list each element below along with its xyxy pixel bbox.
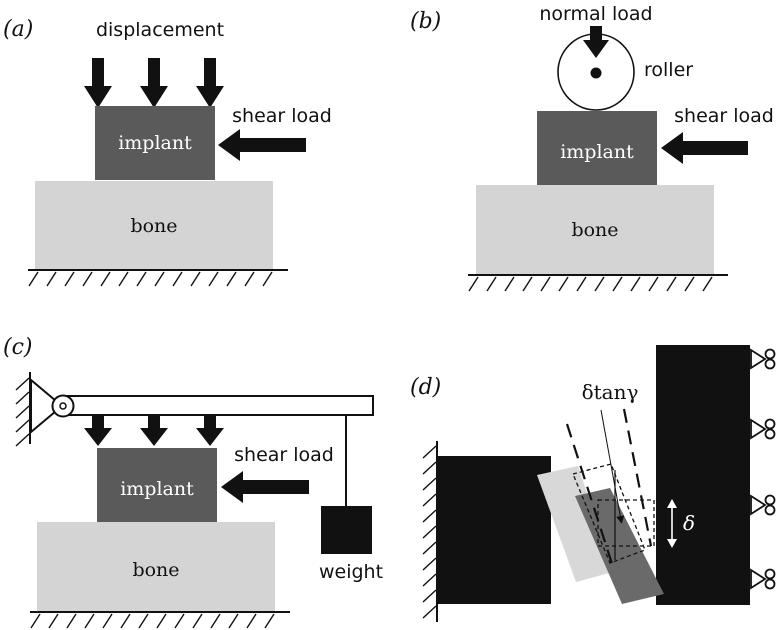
lever-load-arrows [84, 415, 224, 446]
panel-c-tag: (c) [3, 335, 33, 360]
right-rigid-block [656, 345, 748, 605]
ground-b [468, 274, 728, 292]
lever-load-arrow-1 [84, 415, 112, 446]
delta-arrow-head-up [667, 499, 677, 508]
implant-label-c: implant [120, 478, 194, 500]
lever-load-arrow-2 [140, 415, 168, 446]
normal-load-arrow [583, 26, 609, 58]
implant-block-c [97, 448, 217, 522]
delta-arrow-head-down [667, 539, 677, 548]
pivot-pin-center [59, 402, 67, 410]
dashed-outlines [572, 463, 655, 564]
left-wall-d [422, 441, 438, 622]
weight-block [321, 506, 372, 554]
roller-label: roller [644, 59, 693, 81]
rotated-element-light [537, 466, 613, 582]
displacement-label: displacement [96, 19, 224, 41]
implant-block-a [95, 106, 215, 180]
bone-label-c: bone [132, 559, 179, 581]
bone-label-a: bone [130, 215, 177, 237]
displacement-arrow-1 [84, 58, 112, 108]
roller-support-2 [750, 418, 776, 440]
ground-c [30, 611, 290, 629]
bone-label-b: bone [571, 219, 618, 241]
wall-support-c [15, 372, 64, 447]
bone-block-b [476, 185, 714, 274]
weight-label: weight [319, 561, 383, 583]
roller-center [590, 67, 602, 79]
panel-a-tag: (a) [3, 17, 33, 42]
pivot-triangle [30, 377, 64, 435]
roller-support-3 [750, 494, 776, 516]
panel-c: (c) implant bone shear load weight [3, 335, 383, 629]
ground-a [28, 269, 288, 287]
roller-support-4 [750, 568, 776, 590]
displacement-arrow-3 [196, 58, 224, 108]
shear-load-arrow-a [218, 129, 306, 161]
shear-load-label-c: shear load [234, 444, 334, 466]
bone-block-c [37, 522, 275, 612]
displacement-arrows [84, 58, 224, 108]
shear-load-label-b: shear load [674, 105, 774, 127]
shift-pointer [600, 409, 625, 524]
bone-block-a [35, 181, 273, 270]
shear-guide-lines [565, 408, 653, 571]
roller-support-1 [750, 348, 776, 370]
lever-beam [61, 395, 374, 416]
implant-label-a: implant [118, 132, 192, 154]
implant-label-b: implant [560, 141, 634, 163]
displacement-arrow-2 [140, 58, 168, 108]
panel-d: (d) [410, 345, 776, 622]
left-rigid-block [438, 456, 551, 604]
shear-load-arrow-c [221, 471, 309, 503]
panel-b-tag: (b) [410, 9, 441, 34]
panel-a: (a) displacement implant bone shear load [3, 17, 332, 287]
roller-supports-right [750, 348, 776, 590]
shear-load-label-a: shear load [232, 105, 332, 127]
lever-load-arrow-3 [196, 415, 224, 446]
delta-label: δ [683, 511, 695, 535]
shift-label: δtanγ [582, 380, 639, 404]
panel-d-tag: (d) [410, 375, 441, 400]
shear-load-arrow-b [661, 132, 748, 164]
panel-b: (b) normal load roller implant bone shea… [410, 3, 774, 292]
normal-load-label: normal load [539, 3, 652, 25]
dashed-original-frame [597, 499, 655, 547]
implant-block-b [537, 111, 657, 185]
